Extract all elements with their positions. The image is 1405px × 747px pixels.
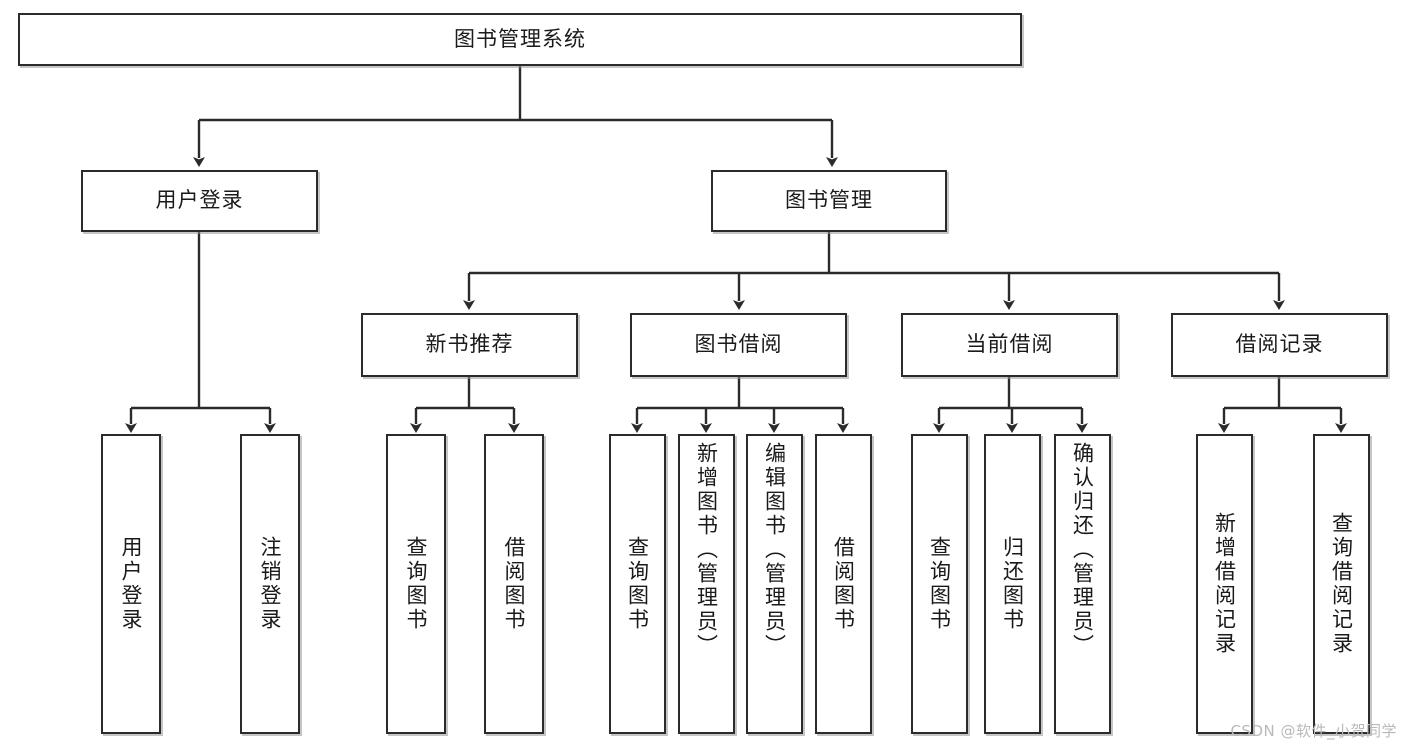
node-leaf-borrow-book-2-label: 借阅图书 bbox=[831, 536, 856, 632]
node-leaf-add-book[interactable]: 新增图书（管理员） bbox=[678, 434, 735, 734]
node-leaf-edit-book-label: 编辑图书（管理员） bbox=[762, 442, 787, 658]
node-new-book-recommend[interactable]: 新书推荐 bbox=[361, 313, 578, 377]
node-current-borrow-label: 当前借阅 bbox=[965, 332, 1054, 357]
node-leaf-query-book-2-label: 查询图书 bbox=[625, 536, 650, 632]
node-leaf-confirm-return-label: 确认归还（管理员） bbox=[1070, 442, 1095, 658]
node-leaf-add-book-label: 新增图书（管理员） bbox=[694, 442, 719, 658]
node-leaf-borrow-book-1-label: 借阅图书 bbox=[502, 536, 526, 632]
node-leaf-return-book-label: 归还图书 bbox=[1000, 536, 1025, 632]
node-new-book-recommend-label: 新书推荐 bbox=[425, 332, 514, 357]
node-leaf-query-book-2[interactable]: 查询图书 bbox=[609, 434, 666, 734]
node-user-login[interactable]: 用户登录 bbox=[81, 170, 318, 232]
node-leaf-user-login-label: 用户登录 bbox=[119, 536, 143, 632]
node-leaf-confirm-return[interactable]: 确认归还（管理员） bbox=[1054, 434, 1111, 734]
node-leaf-borrow-book-2[interactable]: 借阅图书 bbox=[815, 434, 872, 734]
node-leaf-edit-book[interactable]: 编辑图书（管理员） bbox=[746, 434, 803, 734]
node-borrow-record[interactable]: 借阅记录 bbox=[1171, 313, 1388, 377]
node-book-borrow[interactable]: 图书借阅 bbox=[630, 313, 847, 377]
node-leaf-query-record[interactable]: 查询借阅记录 bbox=[1313, 434, 1370, 734]
node-leaf-return-book[interactable]: 归还图书 bbox=[984, 434, 1041, 734]
node-leaf-user-logout[interactable]: 注销登录 bbox=[240, 434, 300, 734]
node-leaf-add-record-label: 新增借阅记录 bbox=[1212, 512, 1237, 656]
node-leaf-query-book-3-label: 查询图书 bbox=[927, 536, 952, 632]
node-borrow-record-label: 借阅记录 bbox=[1235, 332, 1324, 357]
node-user-login-label: 用户登录 bbox=[155, 188, 244, 213]
node-current-borrow[interactable]: 当前借阅 bbox=[901, 313, 1118, 377]
node-leaf-user-login[interactable]: 用户登录 bbox=[101, 434, 161, 734]
node-leaf-query-record-label: 查询借阅记录 bbox=[1329, 512, 1354, 656]
node-root-label: 图书管理系统 bbox=[454, 26, 586, 51]
node-book-borrow-label: 图书借阅 bbox=[694, 332, 783, 357]
node-leaf-query-book-3[interactable]: 查询图书 bbox=[911, 434, 968, 734]
node-leaf-user-logout-label: 注销登录 bbox=[258, 536, 282, 632]
node-leaf-query-book-1[interactable]: 查询图书 bbox=[386, 434, 446, 734]
node-root[interactable]: 图书管理系统 bbox=[18, 13, 1022, 66]
node-book-manage-label: 图书管理 bbox=[785, 188, 873, 213]
node-leaf-add-record[interactable]: 新增借阅记录 bbox=[1196, 434, 1253, 734]
node-leaf-borrow-book-1[interactable]: 借阅图书 bbox=[484, 434, 544, 734]
node-book-manage[interactable]: 图书管理 bbox=[711, 170, 947, 232]
watermark-text: CSDN @软件_小贺同学 bbox=[1230, 722, 1397, 740]
node-leaf-query-book-1-label: 查询图书 bbox=[404, 536, 428, 632]
